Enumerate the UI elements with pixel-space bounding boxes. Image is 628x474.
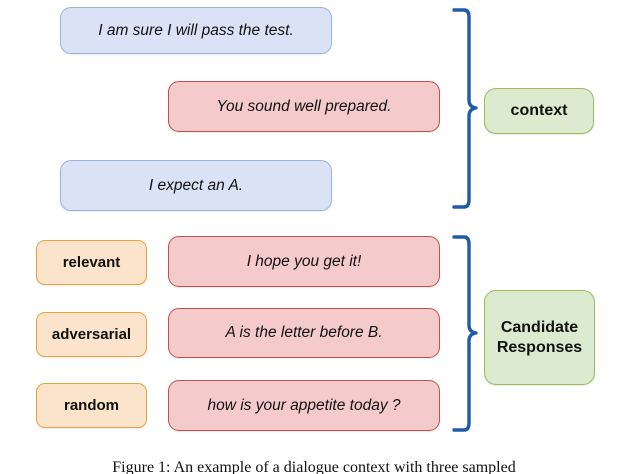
context-group-label: context <box>484 88 594 134</box>
candidate-response-bubble: how is your appetite today ? <box>168 380 440 431</box>
candidate-response-bubble: I hope you get it! <box>168 236 440 287</box>
candidate-response-bubble: A is the letter before B. <box>168 308 440 358</box>
candidates-group-label-line2: Responses <box>496 338 583 356</box>
candidate-tag-relevant: relevant <box>36 240 147 285</box>
candidates-brace-icon <box>452 235 478 432</box>
context-turn-bubble: You sound well prepared. <box>168 81 440 132</box>
candidates-group-label: Candidate Responses <box>484 290 595 385</box>
context-turn-bubble: I am sure I will pass the test. <box>60 7 332 54</box>
context-brace-icon <box>452 8 478 209</box>
context-turn-bubble: I expect an A. <box>60 160 332 211</box>
candidates-group-label-line1: Candidate <box>500 319 579 337</box>
figure-caption: Figure 1: An example of a dialogue conte… <box>112 459 516 474</box>
candidate-tag-random: random <box>36 383 147 428</box>
candidate-tag-adversarial: adversarial <box>36 312 147 357</box>
